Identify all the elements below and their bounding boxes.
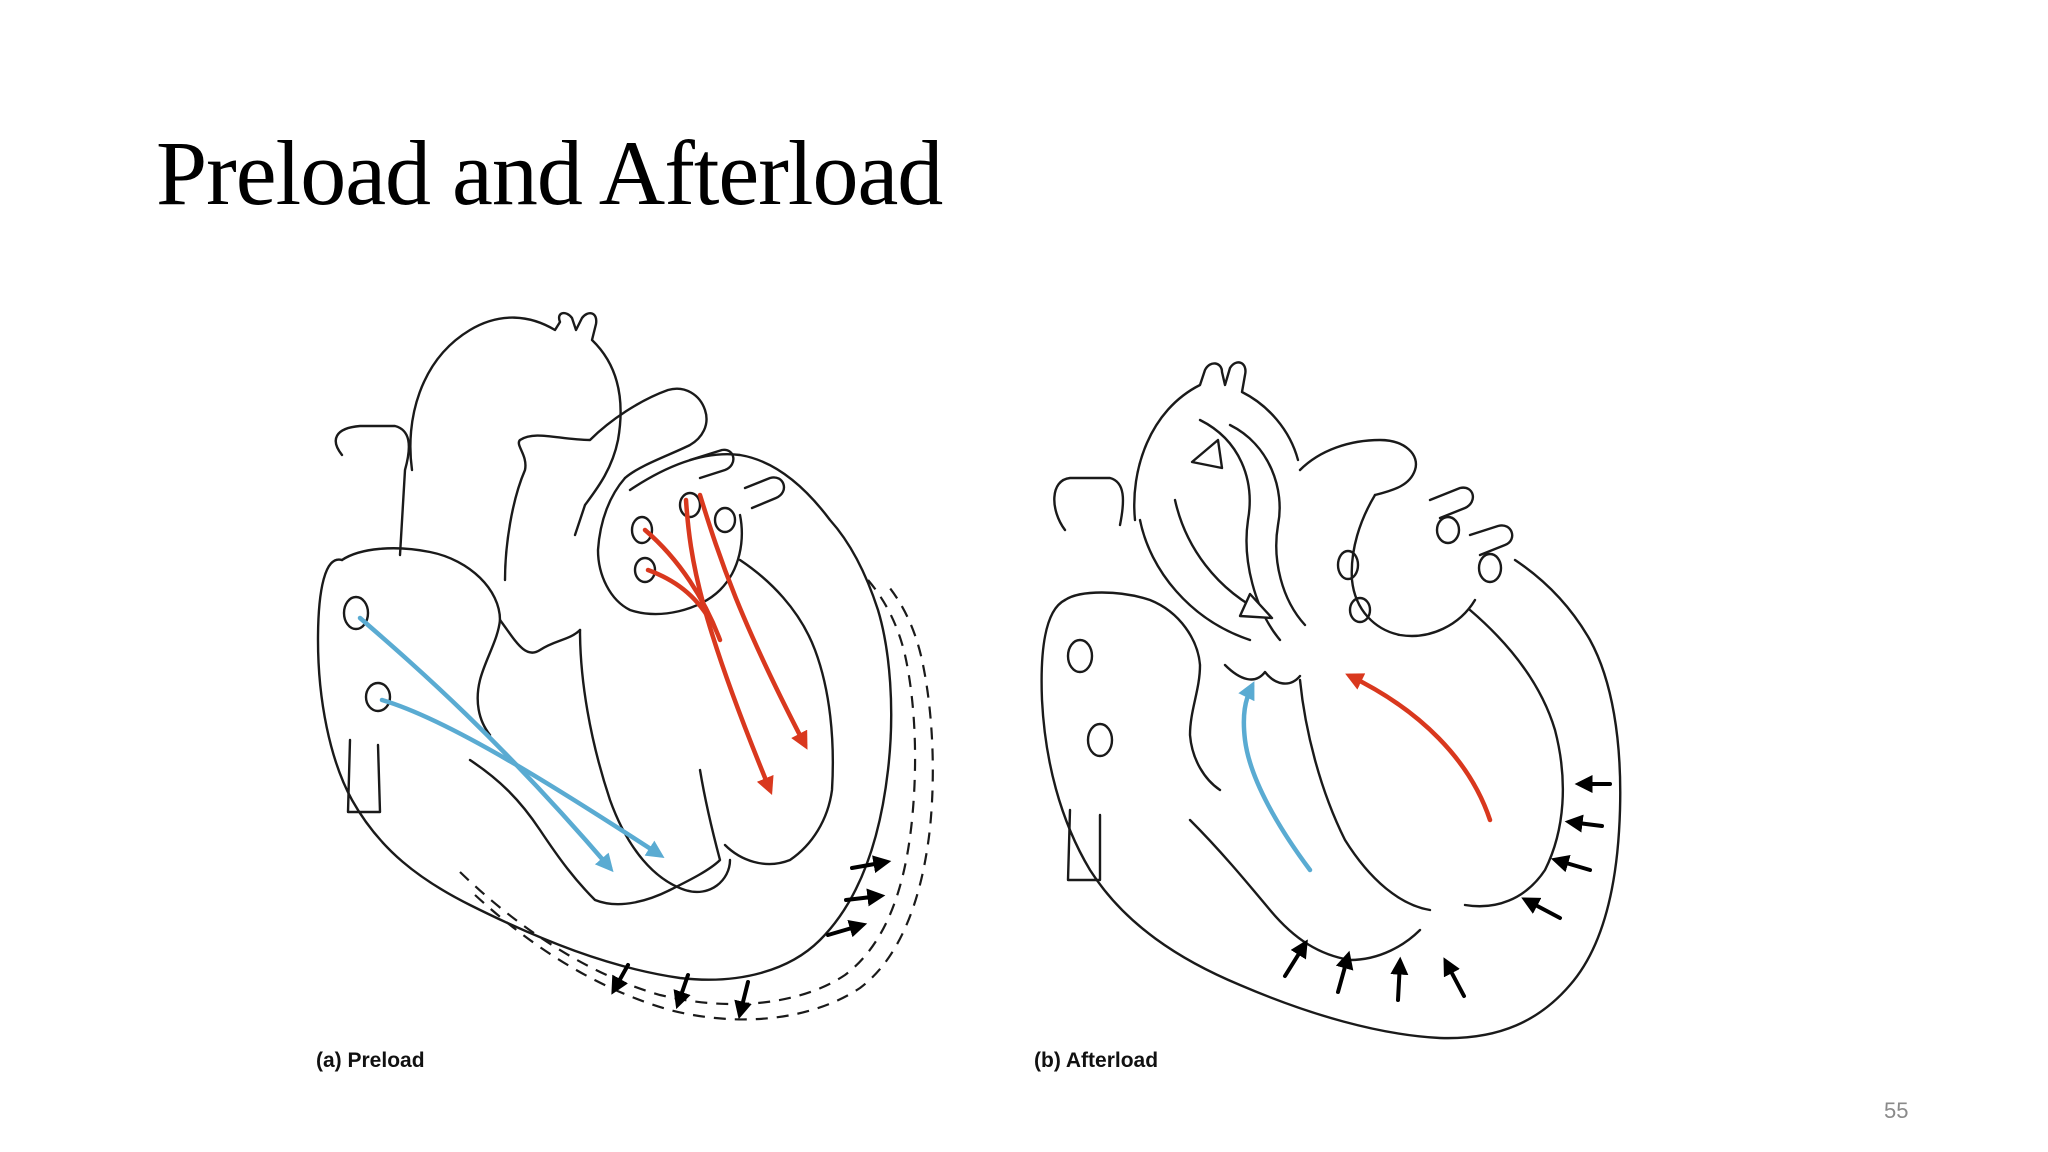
superior-vena-cava bbox=[334, 424, 411, 557]
force-arrow-a6 bbox=[734, 980, 752, 1020]
afterload-heart-diagram bbox=[1040, 361, 1622, 1040]
blue-flow-arrow-1 bbox=[357, 615, 614, 873]
force-arrow-a5 bbox=[673, 973, 691, 1010]
vein-opening-b2 bbox=[1086, 722, 1114, 758]
force-arrow-b5 bbox=[1521, 897, 1562, 920]
superior-vena-cava-b bbox=[1053, 476, 1125, 532]
force-arrow-b6 bbox=[1550, 854, 1592, 873]
interventricular-septum-b bbox=[1298, 678, 1432, 912]
aortic-arch bbox=[409, 311, 622, 537]
right-atrium-wall-a bbox=[340, 547, 502, 737]
caption-afterload: (b) Afterload bbox=[1034, 1049, 1159, 1072]
interventricular-septum-a bbox=[578, 628, 732, 893]
force-arrow-b1 bbox=[1283, 939, 1308, 978]
slide-title: Preload and Afterload bbox=[156, 122, 943, 224]
afterload-force-arrows bbox=[1283, 775, 1612, 1002]
right-atrium-wall-b bbox=[1063, 591, 1222, 792]
caption-preload: (a) Preload bbox=[316, 1049, 425, 1072]
pulmonary-trunk-b bbox=[1298, 438, 1418, 497]
preload-heart-diagram bbox=[316, 311, 893, 981]
force-arrow-b7 bbox=[1564, 814, 1604, 833]
heart-outline-b bbox=[1040, 558, 1622, 1040]
force-arrow-a4 bbox=[611, 963, 630, 995]
left-atrium-a bbox=[596, 476, 743, 616]
inferior-vena-cava bbox=[346, 738, 382, 814]
force-arrow-a3 bbox=[826, 919, 868, 938]
red-flow-arrow-b bbox=[1345, 673, 1493, 823]
preload-force-arrows bbox=[611, 855, 892, 1020]
red-flow-arrow-4 bbox=[645, 567, 713, 623]
pulmonary-veins-b bbox=[1428, 486, 1514, 557]
vein-opening-a6 bbox=[633, 556, 657, 584]
page-number: 55 bbox=[1884, 1098, 1909, 1123]
afterload-aorta-arrows bbox=[1190, 438, 1274, 620]
afterload-blue-flow bbox=[1238, 681, 1313, 873]
vein-opening-a5 bbox=[630, 515, 654, 545]
tricuspid-valve-a bbox=[498, 618, 582, 654]
preload-red-flow bbox=[642, 492, 808, 795]
vein-opening-b4 bbox=[1348, 596, 1372, 624]
force-arrow-b4 bbox=[1443, 957, 1466, 998]
force-arrow-b3 bbox=[1390, 956, 1409, 1002]
right-ventricle-lining-b bbox=[1188, 818, 1422, 962]
vein-opening-b5 bbox=[1435, 515, 1461, 545]
blue-flow-arrow-b bbox=[1238, 681, 1313, 873]
pulmonary-trunk bbox=[503, 387, 708, 582]
left-ventricle-lining-b bbox=[1463, 608, 1565, 908]
red-flow-arrow-2 bbox=[697, 492, 808, 750]
preload-blue-flow bbox=[357, 615, 665, 873]
force-arrow-a1 bbox=[850, 855, 892, 874]
aortic-flow-arrow-1 bbox=[1190, 438, 1224, 470]
vein-opening-b1 bbox=[1066, 638, 1094, 674]
aortic-arch-b bbox=[1133, 361, 1300, 522]
aortic-flow-arrow-2 bbox=[1238, 592, 1274, 620]
vein-opening-a3 bbox=[678, 491, 702, 519]
vein-opening-b3 bbox=[1336, 549, 1360, 581]
inferior-vena-cava-b bbox=[1066, 808, 1102, 882]
heart-outline-a bbox=[316, 453, 893, 981]
vein-opening-a4 bbox=[713, 506, 737, 534]
vein-opening-a1 bbox=[342, 595, 370, 631]
red-flow-arrow-3 bbox=[642, 527, 723, 643]
preload-stretch-outline bbox=[459, 579, 934, 1021]
vein-opening-a2 bbox=[364, 681, 392, 713]
left-ventricle-lining-a bbox=[723, 558, 835, 866]
pulmonary-veins bbox=[688, 448, 786, 510]
vein-opening-b6 bbox=[1477, 552, 1503, 584]
blue-flow-arrow-2 bbox=[379, 697, 665, 858]
right-ventricle-lining-a bbox=[468, 758, 722, 906]
pulmonary-valve-b bbox=[1223, 663, 1302, 685]
force-arrow-a2 bbox=[844, 888, 886, 907]
force-arrow-b2 bbox=[1335, 950, 1354, 994]
afterload-red-flow bbox=[1345, 673, 1493, 823]
